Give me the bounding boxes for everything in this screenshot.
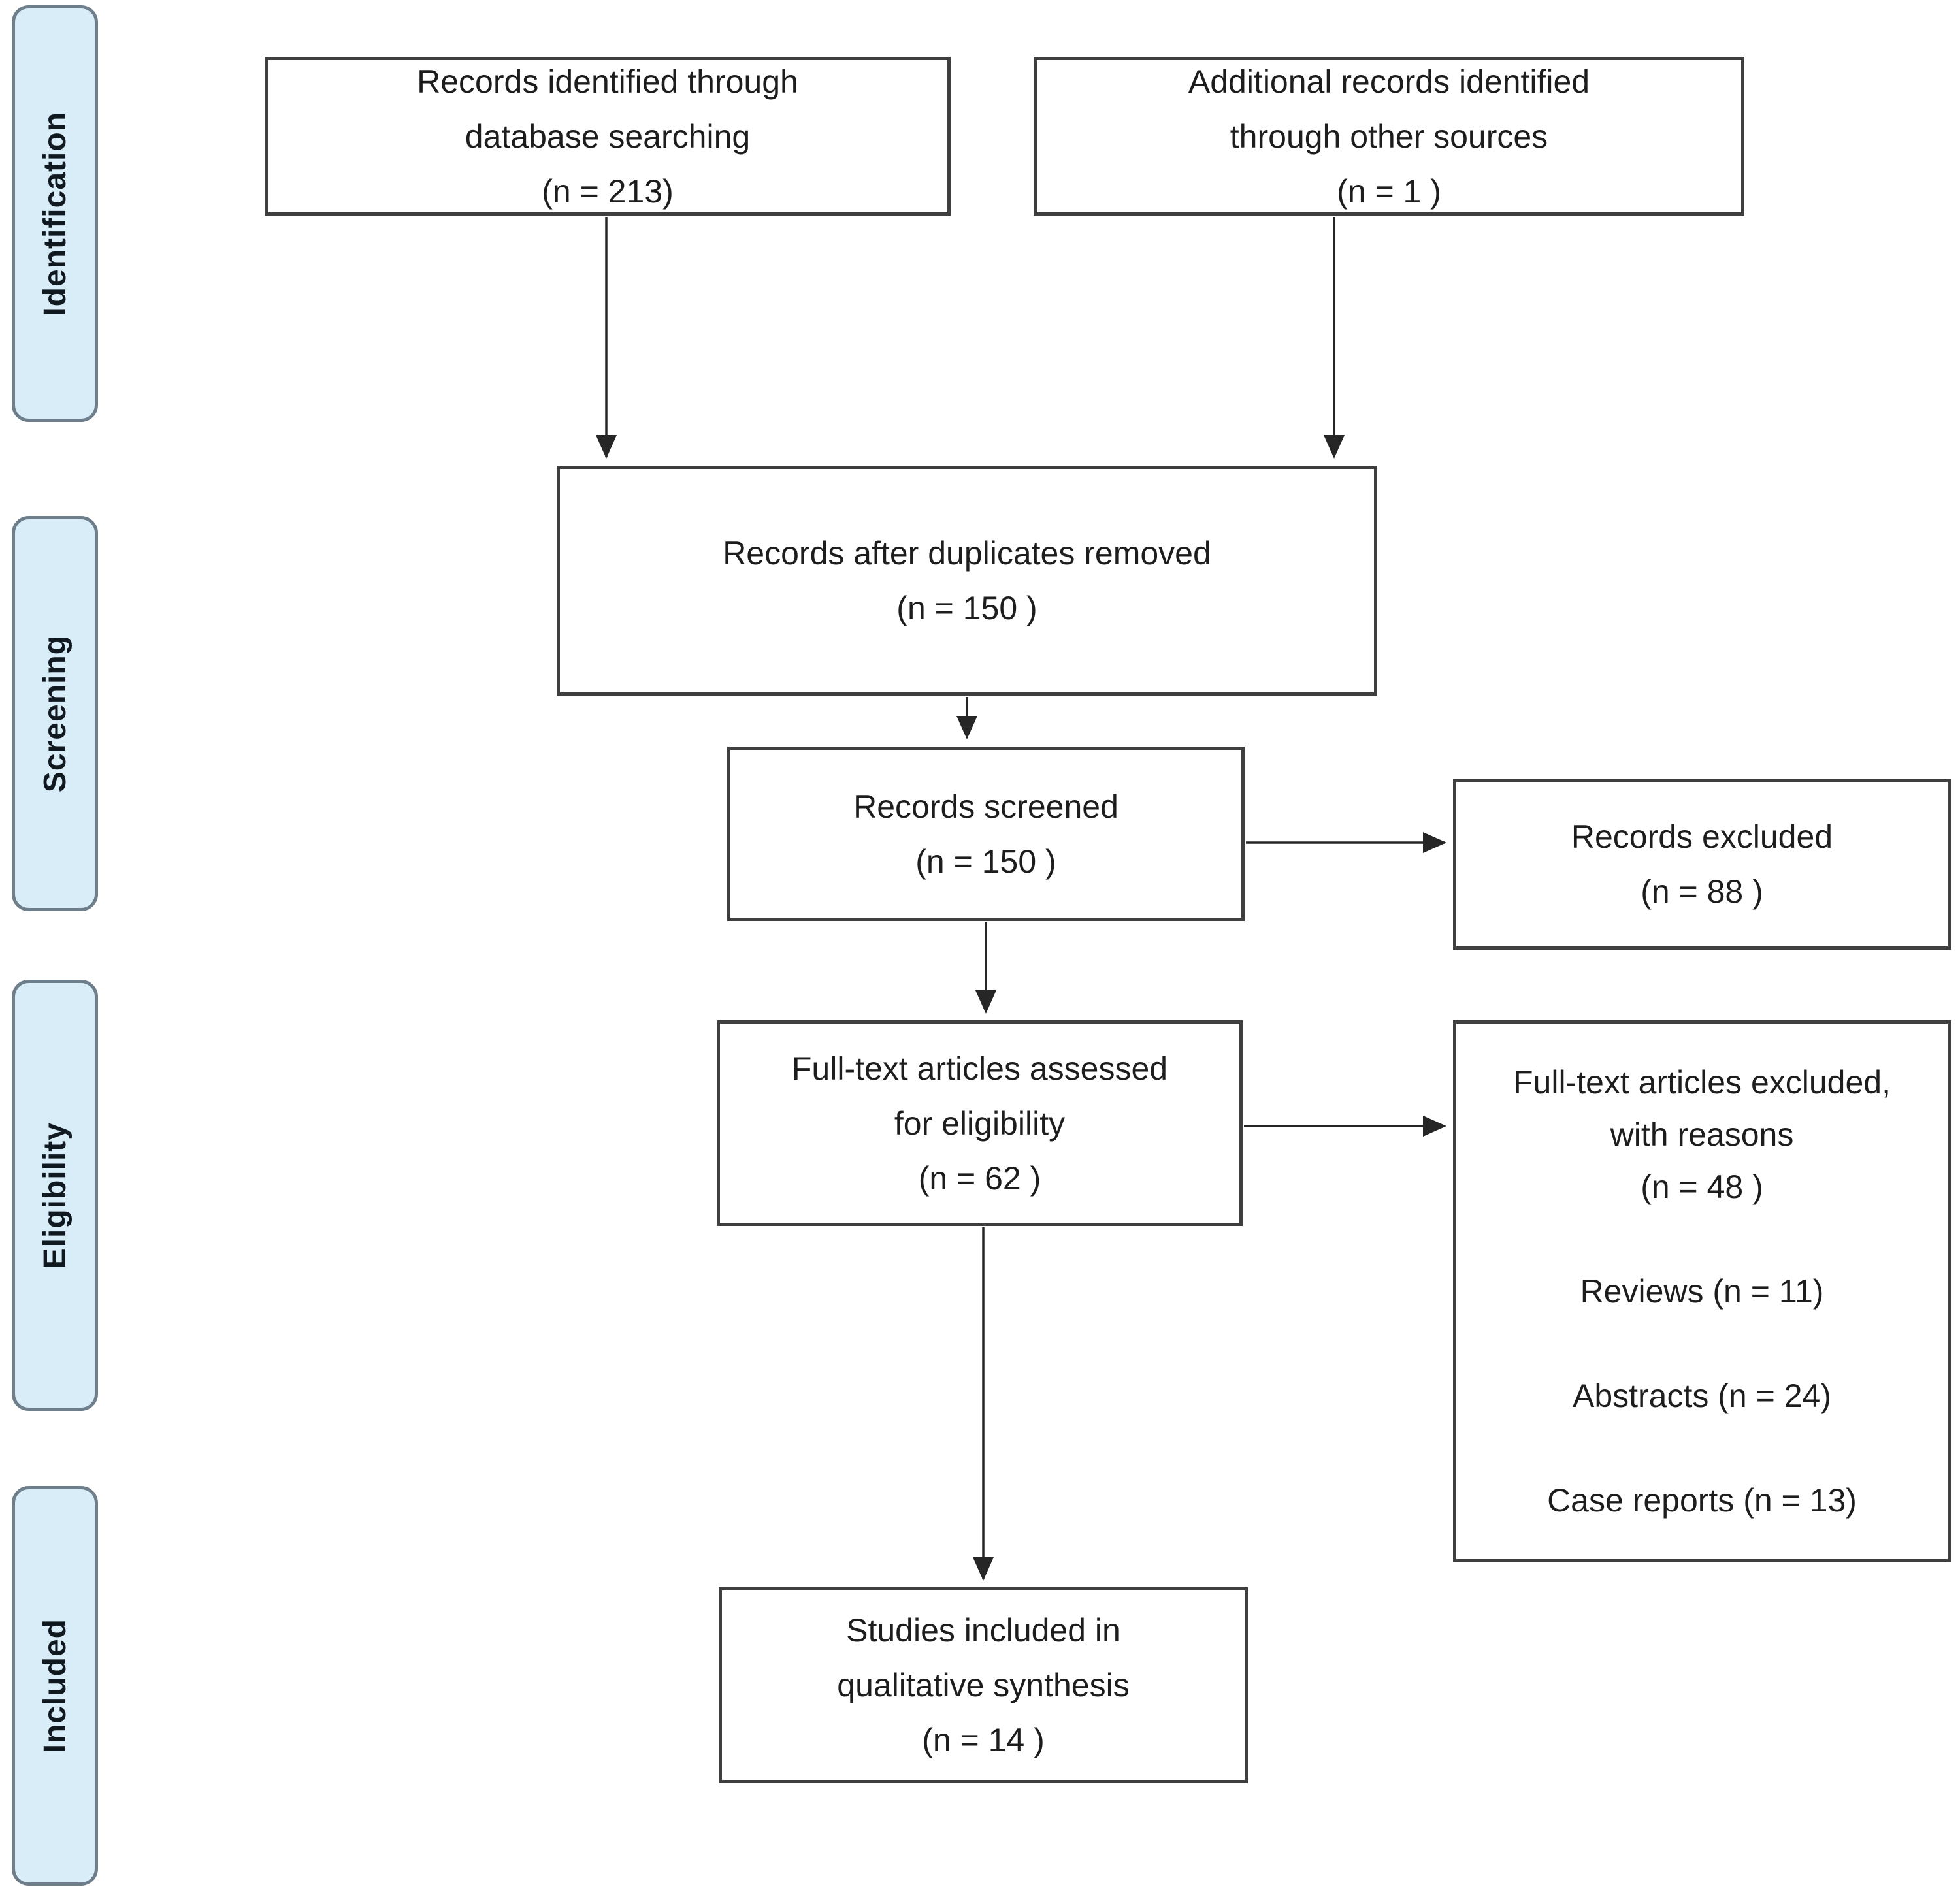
box-records-after-duplicates-removed: Records after duplicates removed (n = 15… [557, 466, 1377, 696]
stage-label-screening-text: Screening [37, 634, 73, 793]
stage-label-screening: Screening [12, 516, 98, 911]
stage-label-identification-text: Identification [37, 111, 73, 316]
box-fulltext-assessed-eligibility-text: Full-text articles assessed for eligibil… [791, 1050, 1168, 1197]
box-fulltext-excluded-with-reasons: Full-text articles excluded, with reason… [1453, 1020, 1951, 1562]
box-records-screened: Records screened (n = 150 ) [727, 747, 1245, 921]
box-additional-records-other-sources-text: Additional records identified through ot… [1188, 63, 1590, 210]
box-records-screened-text: Records screened (n = 150 ) [853, 788, 1119, 880]
box-records-excluded: Records excluded (n = 88 ) [1453, 779, 1951, 950]
box-records-identified-database-text: Records identified through database sear… [417, 63, 798, 210]
stage-label-included-text: Included [37, 1619, 73, 1753]
box-records-identified-database: Records identified through database sear… [265, 57, 951, 216]
stage-label-included: Included [12, 1486, 98, 1886]
box-records-excluded-text: Records excluded (n = 88 ) [1571, 818, 1833, 910]
stage-label-eligibility: Eligibility [12, 980, 98, 1411]
box-additional-records-other-sources: Additional records identified through ot… [1034, 57, 1744, 216]
box-fulltext-excluded-with-reasons-text: Full-text articles excluded, with reason… [1512, 1064, 1891, 1519]
box-records-after-duplicates-removed-text: Records after duplicates removed (n = 15… [723, 535, 1211, 626]
stage-label-eligibility-text: Eligibility [37, 1122, 73, 1269]
stage-label-identification: Identification [12, 5, 98, 422]
box-studies-included-qualitative-synthesis: Studies included in qualitative synthesi… [719, 1587, 1248, 1783]
box-fulltext-assessed-eligibility: Full-text articles assessed for eligibil… [717, 1020, 1243, 1226]
box-studies-included-qualitative-synthesis-text: Studies included in qualitative synthesi… [837, 1612, 1130, 1758]
